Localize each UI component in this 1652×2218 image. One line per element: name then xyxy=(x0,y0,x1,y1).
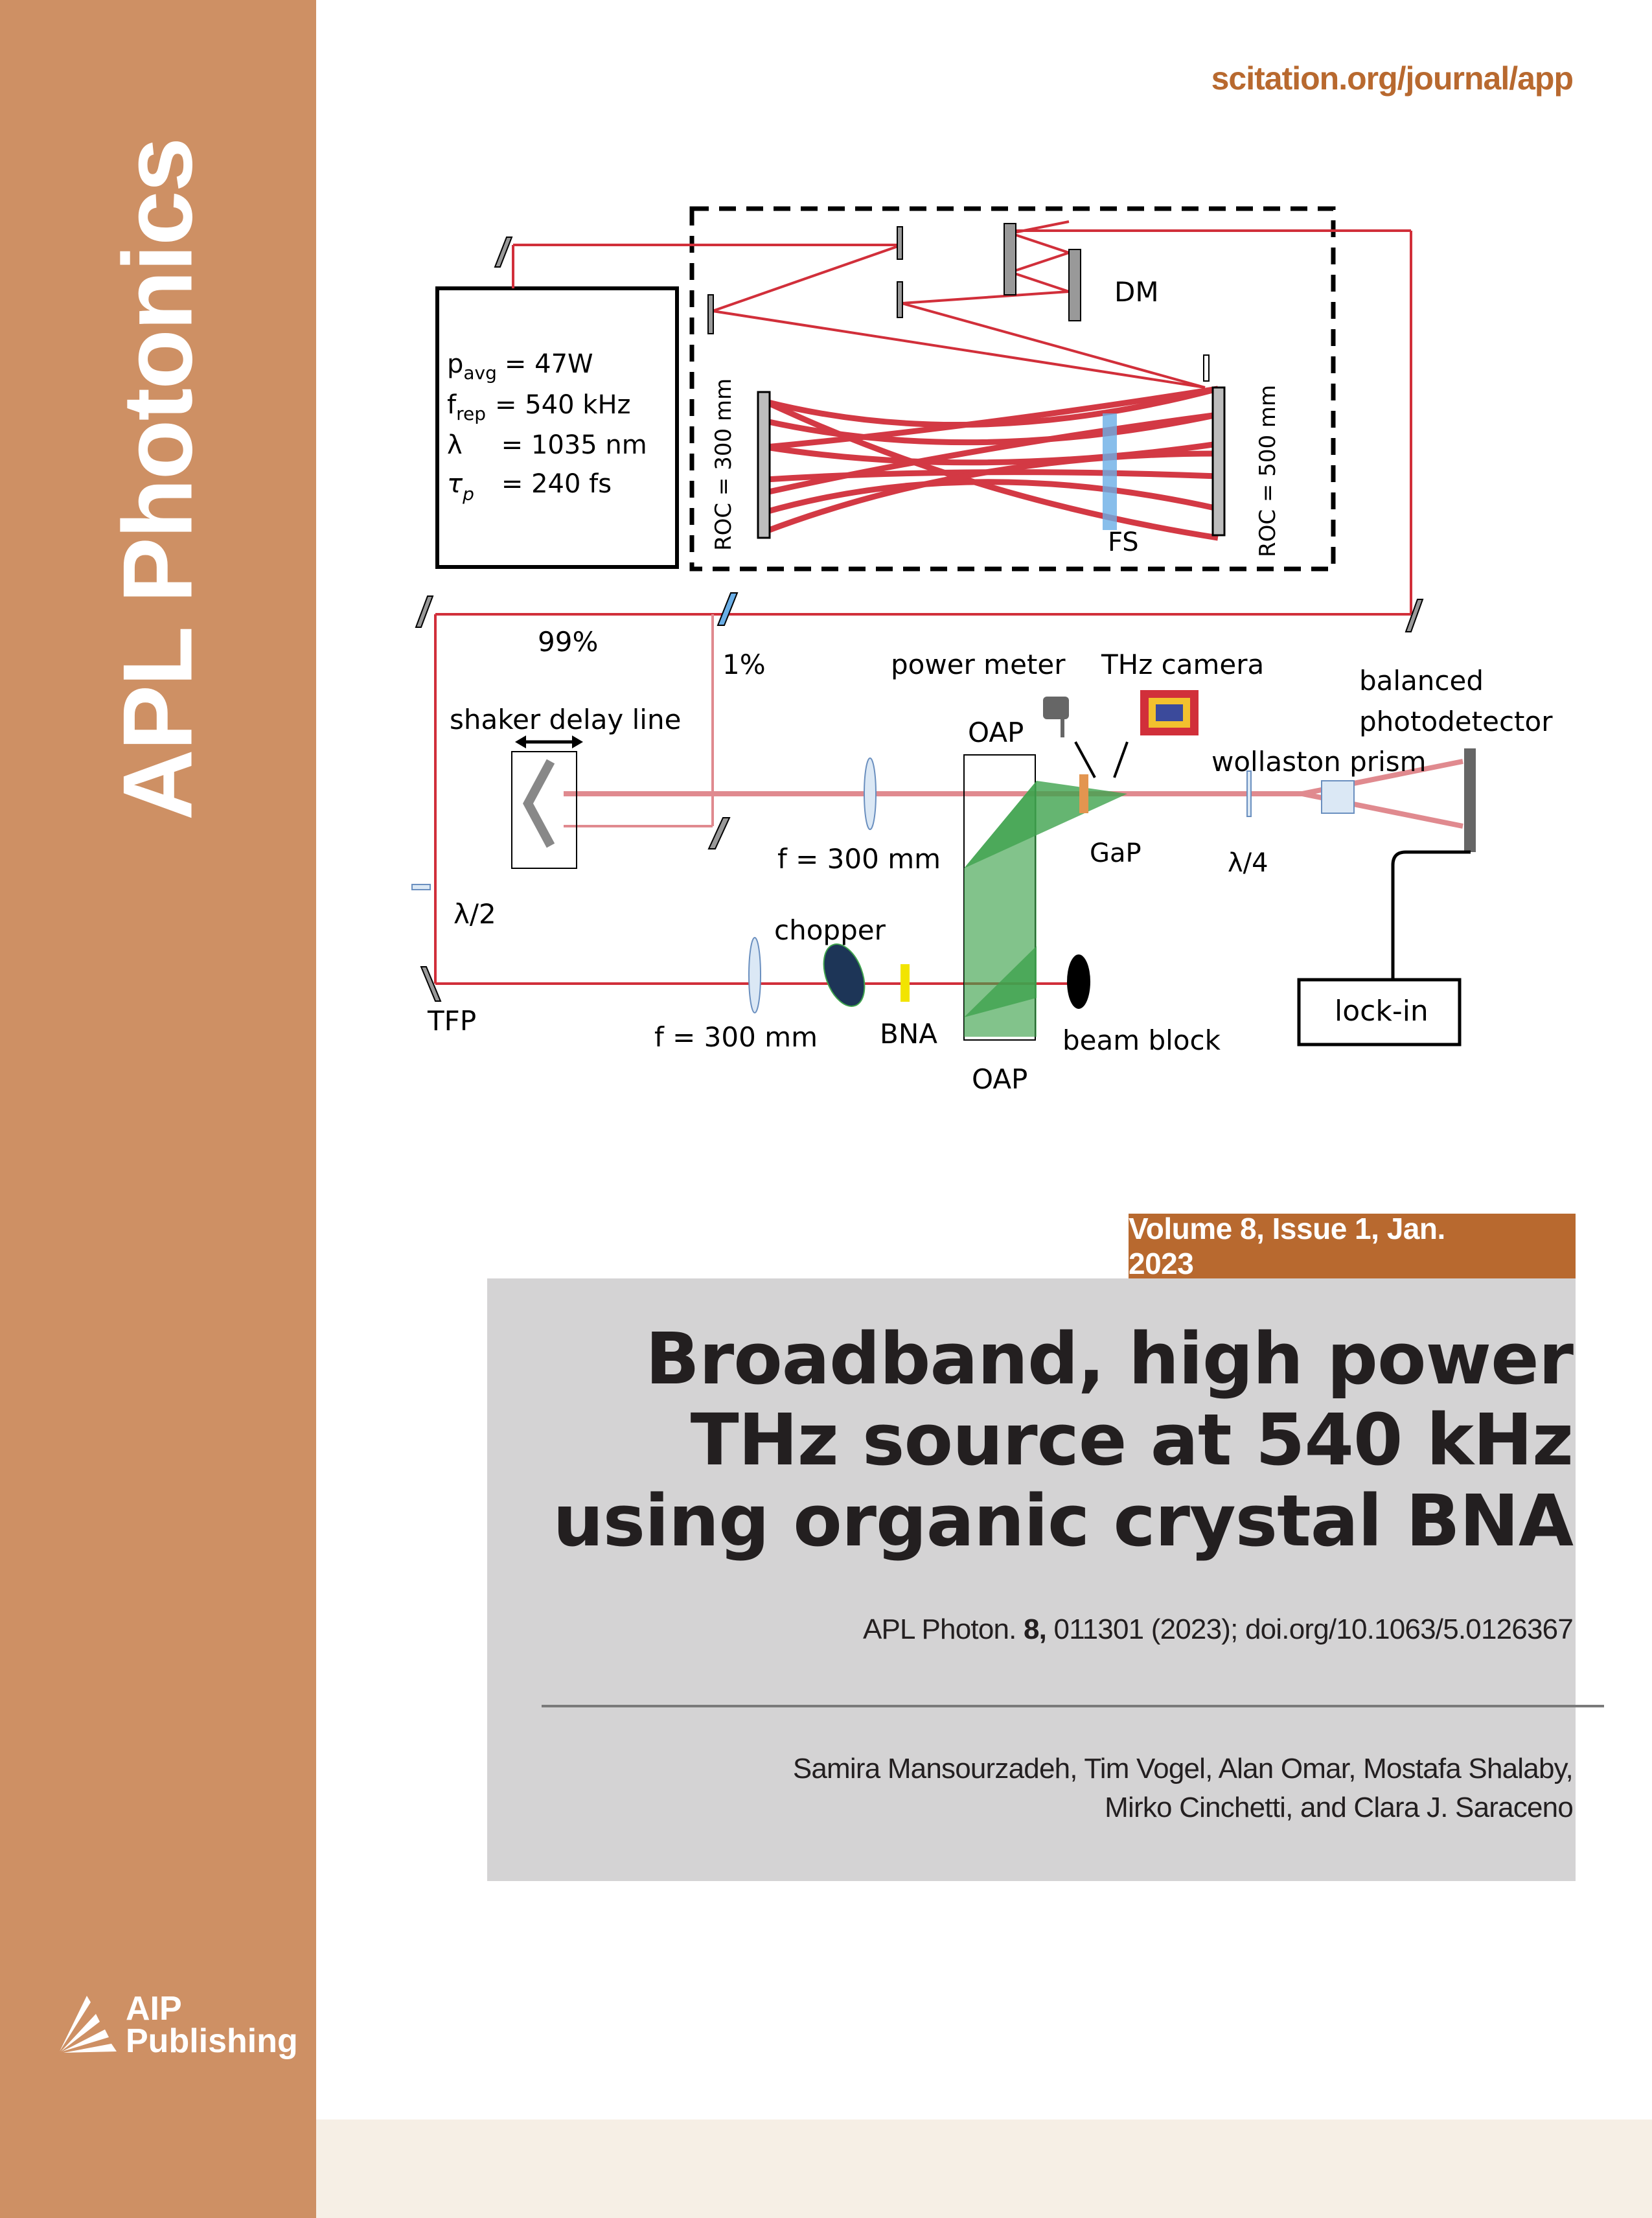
svg-text:shaker delay line: shaker delay line xyxy=(450,704,681,735)
svg-text:ROC = 300 mm: ROC = 300 mm xyxy=(711,378,737,551)
svg-text:TFP: TFP xyxy=(427,1005,476,1037)
chopper-icon xyxy=(823,943,866,1007)
svg-text:photodetector: photodetector xyxy=(1359,706,1553,737)
laser-source-box xyxy=(435,286,679,569)
aip-rays-icon xyxy=(60,1996,117,2053)
article-info-panel xyxy=(487,1278,1576,1881)
divider xyxy=(542,1705,1604,1707)
svg-text:lock-in: lock-in xyxy=(1335,995,1428,1028)
svg-text:GaP: GaP xyxy=(1090,838,1141,868)
svg-text:OAP: OAP xyxy=(968,717,1024,748)
issue-badge: Volume 8, Issue 1, Jan. 2023 xyxy=(1129,1212,1576,1280)
svg-text:balanced: balanced xyxy=(1359,665,1484,697)
aip-text: AIP xyxy=(126,1990,182,2027)
author-list: Samira Mansourzadeh, Tim Vogel, Alan Oma… xyxy=(792,1753,1574,1823)
svg-text:f = 300 mm: f = 300 mm xyxy=(777,843,941,875)
article-title[interactable]: Broadband, high power THz source at 540 … xyxy=(553,1317,1574,1562)
svg-text:beam block: beam block xyxy=(1062,1024,1221,1056)
citation-doi-link[interactable]: APL Photon. 8, 011301 (2023); doi.org/10… xyxy=(862,1613,1574,1645)
svg-text:BNA: BNA xyxy=(880,1018,937,1050)
svg-text:99%: 99% xyxy=(538,626,598,658)
issue-label: Volume 8, Issue 1, Jan. 2023 xyxy=(1129,1212,1445,1280)
svg-text:λ= 1035 nm: λ= 1035 nm xyxy=(447,430,647,460)
svg-text:f = 300 mm: f = 300 mm xyxy=(654,1021,818,1053)
svg-text:DM: DM xyxy=(1114,276,1159,308)
svg-text:FS: FS xyxy=(1108,527,1139,557)
publishing-text: Publishing xyxy=(126,2022,298,2060)
svg-text:ROC = 500 mm: ROC = 500 mm xyxy=(1255,385,1281,557)
journal-title: APL Photonics xyxy=(102,138,213,821)
svg-text:λ/2: λ/2 xyxy=(453,898,496,930)
title-line: Broadband, high power xyxy=(645,1317,1574,1400)
footer-band xyxy=(316,2120,1652,2218)
title-line: using organic crystal BNA xyxy=(553,1479,1574,1562)
journal-url-link[interactable]: scitation.org/journal/app xyxy=(1211,60,1574,97)
svg-text:chopper: chopper xyxy=(774,914,886,946)
journal-sidebar: APL Photonics AIP Publishing xyxy=(0,0,316,2218)
svg-text:power meter: power meter xyxy=(891,649,1066,680)
cover-figure-setup-diagram: pavg= 47W frep= 540 kHz λ= 1035 nm τp= 2… xyxy=(402,194,1633,1127)
svg-text:THz camera: THz camera xyxy=(1101,649,1264,680)
fs-plate xyxy=(1103,413,1117,530)
title-line: THz source at 540 kHz xyxy=(690,1398,1574,1481)
svg-text:wollaston prism: wollaston prism xyxy=(1211,746,1427,778)
svg-text:1%: 1% xyxy=(722,649,766,680)
svg-text:OAP: OAP xyxy=(972,1063,1027,1095)
svg-text:τp= 240 fs: τp= 240 fs xyxy=(447,469,612,505)
aip-publishing-logo[interactable]: AIP Publishing xyxy=(57,1990,298,2060)
svg-text:λ/4: λ/4 xyxy=(1228,848,1268,878)
